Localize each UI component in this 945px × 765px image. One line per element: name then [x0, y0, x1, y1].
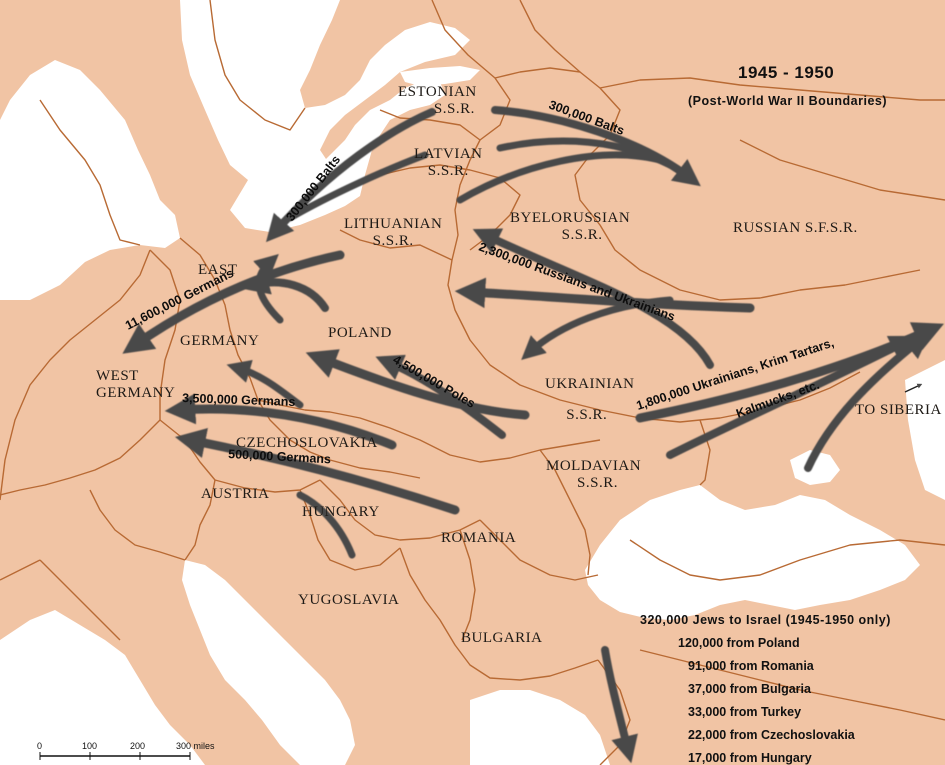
region-byelorussian-line1: BYELORUSSIAN — [510, 210, 631, 226]
region-estonian: ESTONIAN S.S.R. — [398, 84, 477, 118]
to-siberia-label: TO SIBERIA — [855, 402, 942, 418]
map-title: 1945 - 1950 — [738, 63, 835, 82]
region-ukrainian: UKRAINIAN S.S.R. — [545, 376, 635, 424]
baltic-sea — [230, 80, 445, 232]
region-west-germany: WEST GERMANY — [96, 368, 175, 402]
jews-row-bulgaria: 37,000 from Bulgaria — [688, 682, 811, 696]
region-byelorussian-line2: S.S.R. — [561, 227, 603, 243]
region-east-germany-line2: GERMANY — [180, 333, 260, 349]
arrow-balts-east-3 — [456, 151, 664, 204]
region-latvian-line2: S.S.R. — [427, 163, 469, 179]
arrow-hungary-germans — [174, 427, 460, 515]
region-romania: ROMANIA — [441, 530, 517, 546]
scale-tick-300: 300 miles — [176, 741, 215, 751]
arrow-jews-israel — [601, 646, 638, 764]
black-sea — [585, 485, 920, 620]
region-moldavian-line2: S.S.R. — [577, 475, 618, 491]
region-moldavian-line1: MOLDAVIAN — [546, 458, 642, 474]
region-lithuanian-line1: LITHUANIAN — [344, 216, 443, 232]
arrow-poles-1 — [305, 349, 530, 420]
flow-label-germans-hungary: 500,000 Germans — [228, 447, 331, 466]
scandinavia-sea — [160, 0, 470, 212]
region-ukrainian-line1: UKRAINIAN — [545, 376, 635, 392]
jews-row-czechoslovakia: 22,000 from Czechoslovakia — [688, 728, 855, 742]
arrow-balts-west-1 — [265, 108, 436, 243]
arrow-germans-east-3 — [253, 254, 284, 324]
scale-bar: 0 100 200 300 miles — [37, 741, 215, 760]
region-hungary: HUNGARY — [302, 504, 380, 520]
arrow-siberia-3 — [804, 331, 931, 472]
region-lithuanian: LITHUANIAN S.S.R. — [344, 216, 442, 250]
scale-tick-100: 100 — [82, 741, 97, 751]
region-west-germany-line1: WEST — [96, 368, 139, 384]
jews-row-poland: 120,000 from Poland — [678, 636, 800, 650]
map-subtitle: (Post-World War II Boundaries) — [688, 94, 888, 108]
scale-tick-200: 200 — [130, 741, 145, 751]
arrow-russians-byelo — [472, 228, 714, 369]
region-yugoslavia: YUGOSLAVIA — [298, 592, 400, 608]
region-czechoslovakia: CZECHOSLOVAKIA — [236, 435, 378, 451]
region-latvian: LATVIAN S.S.R. — [414, 146, 483, 180]
sea-of-azov — [790, 450, 840, 485]
jews-list: 120,000 from Poland 91,000 from Romania … — [678, 636, 855, 765]
region-austria: AUSTRIA — [201, 486, 270, 502]
region-byelorussian: BYELORUSSIAN S.S.R. — [510, 210, 630, 244]
region-estonian-line2: S.S.R. — [433, 101, 475, 117]
region-east-germany: EAST GERMANY — [180, 262, 259, 350]
aegean-sea — [470, 690, 610, 765]
arrow-siberia-2 — [666, 335, 918, 459]
region-russian: RUSSIAN S.F.S.R. — [733, 220, 858, 236]
arrow-poles-2 — [375, 354, 506, 439]
region-west-germany-line2: GERMANY — [96, 385, 176, 401]
mediterranean-west — [0, 610, 205, 765]
region-poland: POLAND — [328, 325, 392, 341]
north-sea — [0, 60, 180, 300]
flow-label-germans-czech: 3,500,000 Germans — [182, 391, 296, 409]
adriatic-sea — [182, 560, 355, 765]
arrow-germans-east-1 — [122, 250, 345, 354]
region-lithuanian-line2: S.S.R. — [372, 233, 414, 249]
region-moldavian: MOLDAVIAN S.S.R. — [546, 458, 641, 492]
arrow-germans-east-2 — [241, 268, 329, 312]
arrow-russians-ukraine — [521, 296, 674, 360]
arrow-czech-germans — [164, 393, 397, 450]
caspian-edge — [905, 360, 945, 500]
region-east-germany-line1: EAST — [198, 262, 238, 278]
arrow-hungary-germans-2 — [296, 491, 356, 559]
arrow-czech-germans-2 — [226, 359, 304, 409]
jews-row-romania: 91,000 from Romania — [688, 659, 814, 673]
gulf-finland — [400, 66, 480, 86]
arrows — [122, 106, 944, 764]
scale-tick-0: 0 — [37, 741, 42, 751]
region-latvian-line1: LATVIAN — [414, 146, 483, 162]
arrow-russians-poland — [454, 277, 755, 313]
region-estonian-line1: ESTONIAN — [398, 84, 477, 100]
region-bulgaria: BULGARIA — [461, 630, 543, 646]
to-siberia-small-arrow — [904, 383, 923, 393]
jews-row-turkey: 33,000 from Turkey — [688, 705, 802, 719]
jews-row-hungary: 17,000 from Hungary — [688, 751, 812, 765]
region-ukrainian-line2: S.S.R. — [566, 407, 608, 423]
jews-heading: 320,000 Jews to Israel (1945-1950 only) — [640, 613, 891, 627]
arrow-balts-west-2 — [286, 151, 429, 222]
